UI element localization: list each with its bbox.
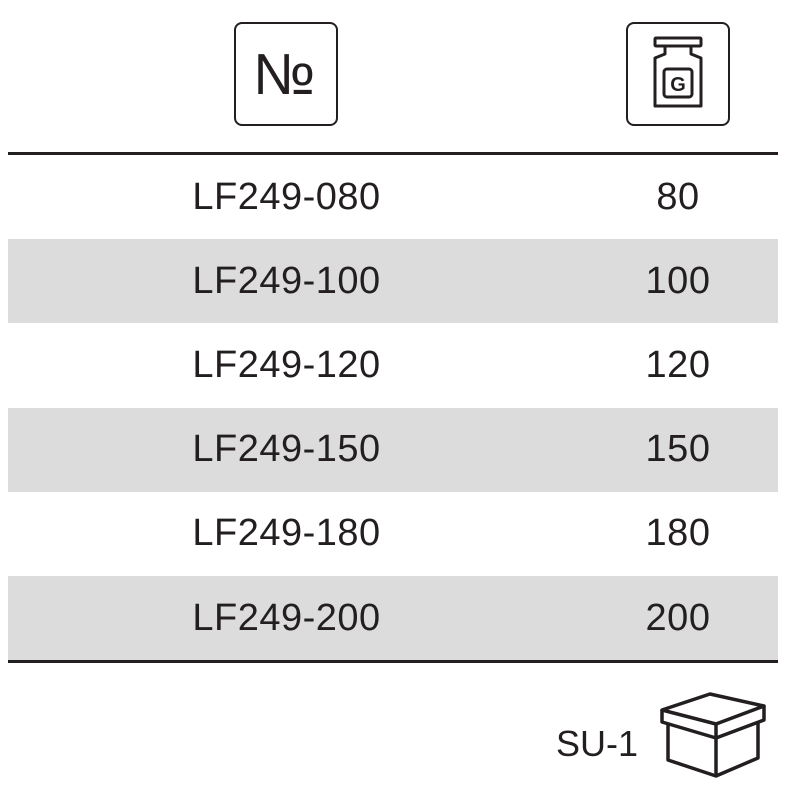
sales-unit-label: SU-1	[556, 723, 639, 764]
weight-glyph: G	[653, 36, 703, 108]
number-sign-text: №	[253, 44, 315, 104]
product-weight: 120	[645, 343, 711, 386]
weight-letter: G	[670, 74, 686, 96]
table-bottom-rule	[8, 660, 778, 663]
product-weight: 100	[645, 259, 711, 302]
weight-label-box	[662, 67, 694, 99]
box-lid-top	[660, 692, 766, 726]
number-sign-glyph: №	[253, 44, 315, 104]
table-row: LF249-100 100	[8, 239, 778, 324]
product-code: LF249-120	[192, 343, 381, 386]
table-row: LF249-080 80	[8, 155, 778, 239]
table-row: LF249-200 200	[8, 575, 778, 661]
box-icon	[660, 692, 766, 778]
weight-top-cap	[653, 36, 703, 48]
weight-body	[653, 46, 703, 108]
product-weight: 80	[656, 175, 700, 218]
product-weight: 150	[645, 428, 711, 471]
product-code: LF249-080	[192, 175, 381, 218]
product-table: LF249-080 80 LF249-100 100 LF249-120 120…	[8, 155, 778, 661]
table-row: LF249-150 150	[8, 407, 778, 492]
number-sign-icon: №	[234, 22, 338, 126]
product-code: LF249-100	[192, 259, 381, 302]
table-row: LF249-180 180	[8, 492, 778, 576]
table-row: LF249-120 120	[8, 323, 778, 407]
product-weight: 180	[645, 512, 711, 555]
product-weight: 200	[645, 596, 711, 639]
product-code: LF249-180	[192, 512, 381, 555]
table-top-rule	[8, 152, 778, 155]
weight-icon: G	[626, 22, 730, 126]
product-code: LF249-150	[192, 428, 381, 471]
product-code: LF249-200	[192, 596, 381, 639]
box-body	[666, 722, 760, 778]
